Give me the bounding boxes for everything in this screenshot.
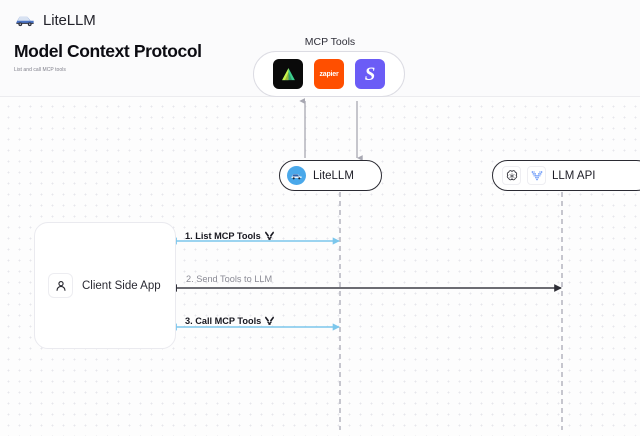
brand-name: LiteLLM xyxy=(43,11,96,29)
node-llm-api-label: LLM API xyxy=(552,169,596,182)
person-icon xyxy=(48,273,73,298)
tool-chip-stripe[interactable]: S xyxy=(355,59,385,89)
stripe-s-icon: S xyxy=(364,63,376,85)
zapier-wordmark-icon: zapier xyxy=(319,70,339,78)
node-litellm[interactable]: LiteLLM xyxy=(279,160,382,191)
page-subtitle: List and call MCP tools xyxy=(14,67,66,73)
brand: LiteLLM xyxy=(14,9,640,31)
node-llm-api[interactable]: LLM API xyxy=(492,160,640,191)
tool-chip-supabase[interactable] xyxy=(273,59,303,89)
message-label-2: 2. Send Tools to LLM xyxy=(186,274,272,284)
supabase-triangle-icon xyxy=(281,67,295,80)
tool-chip-zapier[interactable]: zapier xyxy=(314,59,344,89)
message-label-3: 3. Call MCP Tools xyxy=(185,315,275,326)
message-label-2-text: 2. Send Tools to LLM xyxy=(186,274,273,284)
message-label-3-text: 3. Call MCP Tools xyxy=(185,315,262,326)
anthropic-icon xyxy=(527,166,546,185)
openai-icon xyxy=(502,166,521,185)
tools-icon xyxy=(265,316,275,326)
node-client-side-app-label: Client Side App xyxy=(82,279,161,292)
message-label-1-text: 1. List MCP Tools xyxy=(185,230,261,241)
message-label-1: 1. List MCP Tools xyxy=(185,230,275,241)
mcp-tools-group: zapier S xyxy=(253,51,405,97)
litellm-truck-icon xyxy=(16,16,34,27)
litellm-avatar-icon xyxy=(287,166,306,185)
node-litellm-label: LiteLLM xyxy=(313,169,354,182)
mcp-tools-title: MCP Tools xyxy=(304,36,356,48)
page-title: Model Context Protocol xyxy=(14,41,202,61)
tools-icon xyxy=(264,231,274,241)
node-client-side-app[interactable]: Client Side App xyxy=(34,222,176,349)
